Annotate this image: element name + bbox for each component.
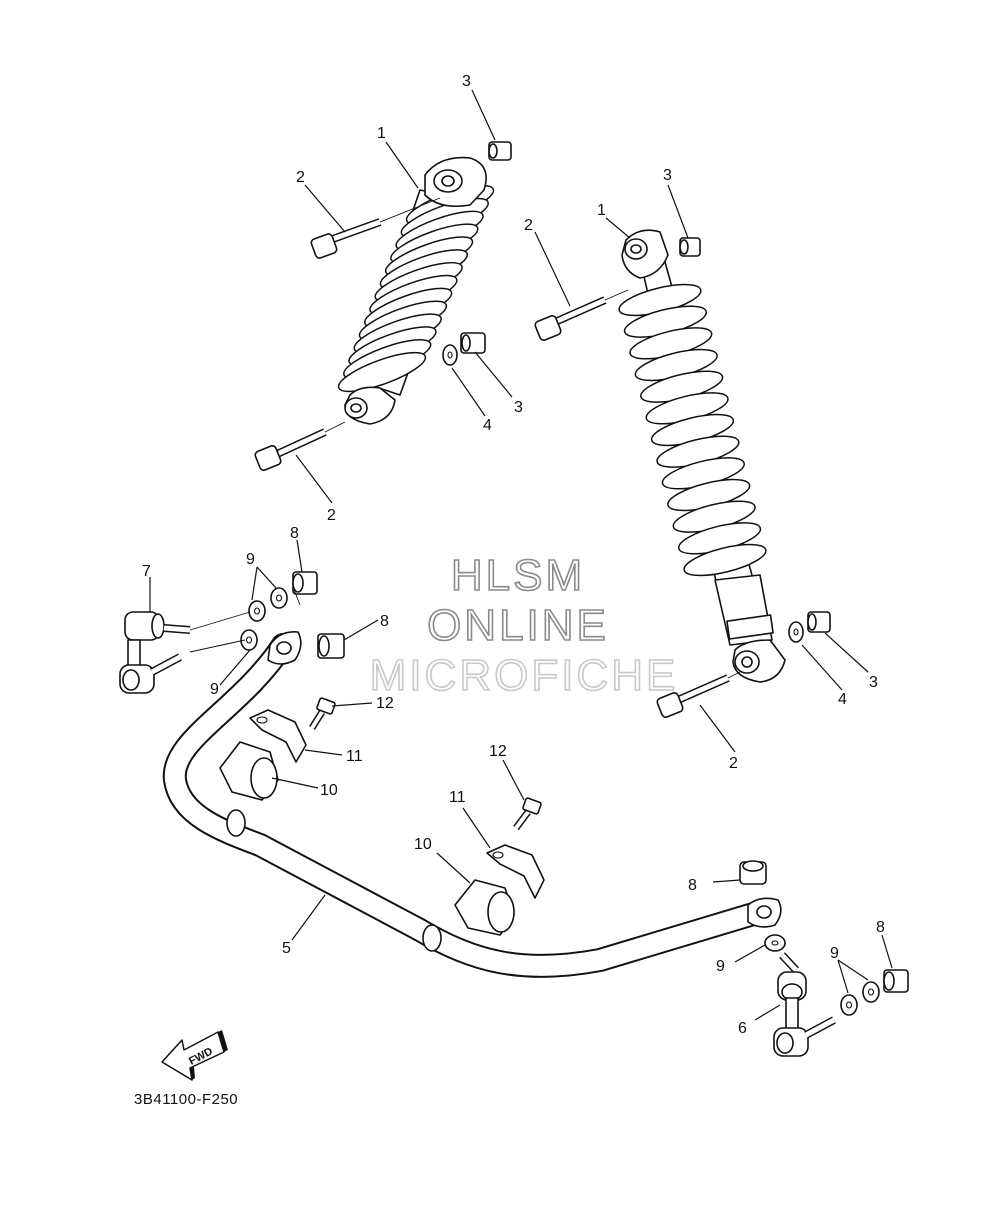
callout-3-right-top-nut: 3 <box>663 167 672 184</box>
callout-10-left-bushing: 10 <box>320 782 338 799</box>
right-bracket <box>486 844 545 899</box>
right-shock-bottom-washer <box>788 621 804 643</box>
right-link-nut-lower <box>883 969 909 993</box>
left-link-nut-lower <box>317 633 345 659</box>
callout-2-left-top-bolt: 2 <box>296 169 305 186</box>
assembly-centerlines <box>189 197 741 679</box>
leader-lines <box>149 89 893 1021</box>
right-shock-top-bolt <box>534 296 607 341</box>
callout-6-right-link: 6 <box>738 1020 747 1037</box>
callout-1-left-shock: 1 <box>377 125 386 142</box>
left-shock-top-bolt <box>310 218 382 259</box>
callout-3-left-top-nut: 3 <box>462 73 471 90</box>
left-shock-absorber <box>337 156 495 425</box>
watermark-line-3: MICROFICHE <box>370 651 679 700</box>
callout-11-right-bracket: 11 <box>449 789 466 806</box>
callout-2-right-bottom-bolt: 2 <box>729 755 738 772</box>
callout-8-left-nut-upper: 8 <box>290 525 299 542</box>
right-shock-top-nut <box>679 237 701 257</box>
forward-arrow-icon: FWD <box>161 1030 228 1081</box>
right-stabilizer-link <box>773 952 836 1057</box>
callout-5-stabilizer: 5 <box>282 940 291 957</box>
left-shock-bottom-nut <box>460 332 486 354</box>
callout-8-right-nut-upper: 8 <box>688 877 697 894</box>
callout-10-right-bushing: 10 <box>414 836 432 853</box>
watermark: HLSM ONLINE MICROFICHE <box>369 550 679 701</box>
right-bushing <box>454 879 515 936</box>
callout-11-left-bracket: 11 <box>346 748 363 765</box>
callout-4-left-washer: 4 <box>483 417 492 434</box>
figure-code: 3B41100-F250 <box>134 1091 238 1108</box>
left-bracket-bolt <box>309 697 336 730</box>
left-link-washer-upper <box>248 600 266 622</box>
left-bracket <box>249 709 307 763</box>
right-shock-bottom-bolt <box>656 674 730 718</box>
callout-12-right-bolt: 12 <box>489 743 507 760</box>
watermark-line-2: ONLINE <box>427 601 609 650</box>
callout-4-right-washer: 4 <box>838 691 847 708</box>
right-shock-bottom-nut <box>807 611 831 633</box>
callout-3-right-bottom-nut: 3 <box>869 674 878 691</box>
callout-9-left-washer-lower: 9 <box>210 681 219 698</box>
callout-8-right-nut-lower: 8 <box>876 919 885 936</box>
left-bushing <box>219 741 279 801</box>
left-shock-top-nut <box>488 141 512 161</box>
right-shock-absorber <box>618 229 786 683</box>
callout-8-left-nut-lower: 8 <box>380 613 389 630</box>
spring-coil <box>337 351 427 393</box>
stabilizer-bar <box>162 630 782 978</box>
left-link-washer-lower <box>240 629 258 651</box>
left-link-nut-upper <box>292 571 318 595</box>
left-shock-bottom-bolt <box>254 428 327 471</box>
callout-3-left-bottom-nut: 3 <box>514 399 523 416</box>
left-link-washer-upper-2 <box>270 587 288 609</box>
right-link-washer-lower-2 <box>862 981 880 1003</box>
right-bracket-bolt <box>513 797 542 831</box>
callout-labels: 1 2 3 3 4 2 3 1 2 3 4 2 8 9 7 8 9 12 11 … <box>142 73 885 1037</box>
callout-9-left-washers: 9 <box>246 551 255 568</box>
callout-1-right-shock: 1 <box>597 202 606 219</box>
callout-2-right-top-bolt: 2 <box>524 217 533 234</box>
right-link-washer-lower-1 <box>840 994 858 1016</box>
left-stabilizer-link <box>119 611 191 694</box>
watermark-line-1: HLSM <box>451 551 585 600</box>
callout-12-left-bolt: 12 <box>376 695 394 712</box>
spring-coil <box>683 543 767 577</box>
callout-9-right-washer-upper: 9 <box>716 958 725 975</box>
callout-9-right-washers: 9 <box>830 945 839 962</box>
right-link-nut-upper <box>739 860 767 885</box>
right-link-washer-upper <box>764 934 786 952</box>
callout-2-left-bottom-bolt: 2 <box>327 507 336 524</box>
callout-7-left-link: 7 <box>142 563 151 580</box>
left-shock-bottom-washer <box>442 344 458 366</box>
